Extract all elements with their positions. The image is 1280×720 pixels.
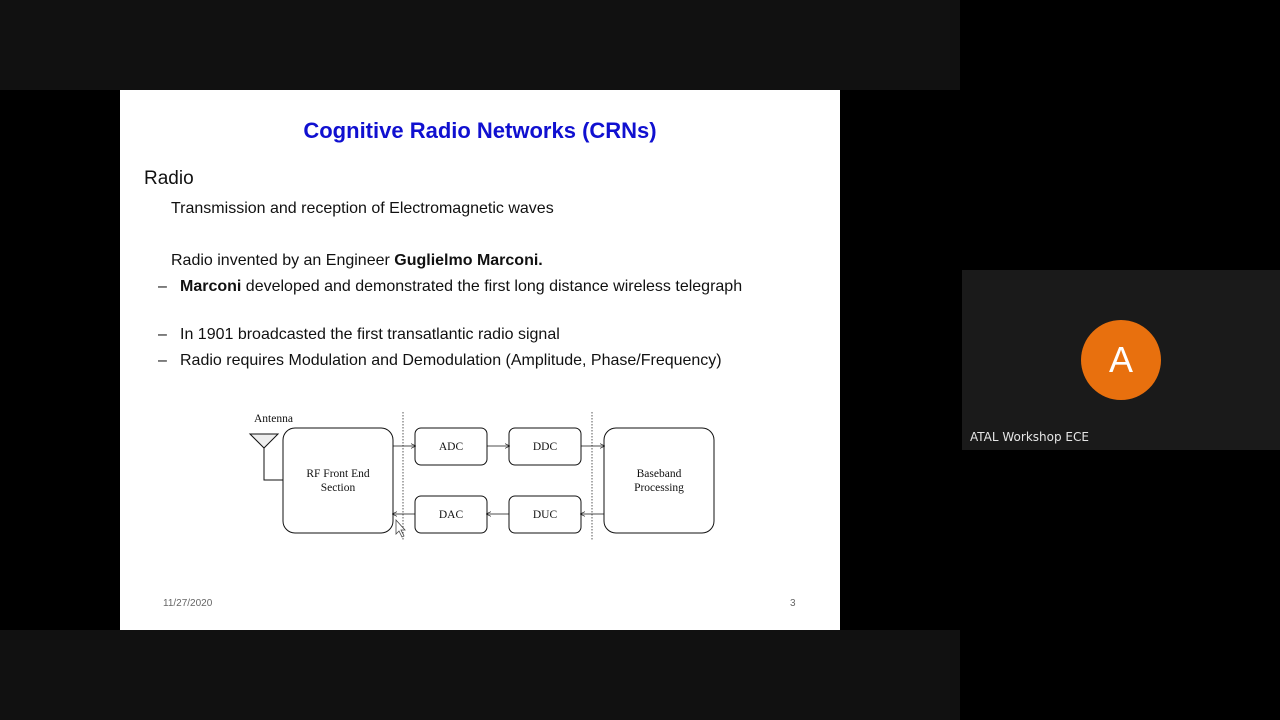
rf-front-end-label-1: RF Front End	[306, 468, 370, 480]
bullet-text: Radio requires Modulation and Demodulati…	[180, 352, 722, 369]
baseband-label-2: Processing	[634, 482, 684, 494]
slide-page-number: 3	[790, 598, 796, 609]
rf-front-end-label-2: Section	[321, 482, 356, 494]
bullet-text: developed and demonstrated the first lon…	[241, 278, 743, 295]
rf-front-end-block	[282, 427, 394, 534]
letterbox-bottom	[0, 630, 960, 720]
bullet-dash: –	[158, 352, 167, 369]
participant-name: ATAL Workshop ECE	[970, 430, 1089, 444]
baseband-block	[603, 427, 715, 534]
bullet-dash: –	[158, 326, 167, 343]
mouse-cursor-icon	[395, 518, 406, 538]
radio-block-diagram: Antenna RF Front End Section ADC DDC DAC…	[248, 412, 715, 540]
antenna-icon	[248, 433, 280, 449]
inventor-line-prefix: Radio invented by an Engineer	[171, 252, 395, 269]
letterbox-top	[0, 0, 960, 90]
inventor-name: Guglielmo Marconi.	[394, 252, 543, 269]
adc-label: ADC	[439, 441, 464, 453]
inventor-line: Radio invented by an Engineer Guglielmo …	[171, 250, 543, 271]
slide-footer-date: 11/27/2020	[163, 598, 213, 609]
baseband-label-1: Baseband	[637, 468, 682, 480]
slide-heading: Radio	[144, 168, 194, 189]
antenna-label: Antenna	[254, 413, 293, 425]
bullet-item: – Radio requires Modulation and Demodula…	[158, 350, 816, 372]
duc-label: DUC	[533, 509, 558, 521]
participant-avatar: A	[1081, 320, 1161, 400]
dac-label: DAC	[439, 509, 464, 521]
bullet-item: – In 1901 broadcasted the first transatl…	[158, 324, 816, 346]
ddc-label: DDC	[533, 441, 558, 453]
bullet-item: – Marconi developed and demonstrated the…	[158, 276, 816, 298]
definition-line: Transmission and reception of Electromag…	[171, 200, 554, 217]
slide-title: Cognitive Radio Networks (CRNs)	[303, 118, 657, 143]
bullet-dash: –	[158, 278, 167, 295]
presentation-slide: Cognitive Radio Networks (CRNs) Radio Tr…	[120, 90, 840, 630]
antenna-feed-line	[263, 448, 283, 481]
bullet-text: In 1901 broadcasted the first transatlan…	[180, 326, 560, 343]
participant-video-tile[interactable]: A ATAL Workshop ECE	[962, 270, 1280, 450]
screen-share-area: Cognitive Radio Networks (CRNs) Radio Tr…	[0, 0, 960, 720]
bullet-bold: Marconi	[180, 278, 242, 295]
